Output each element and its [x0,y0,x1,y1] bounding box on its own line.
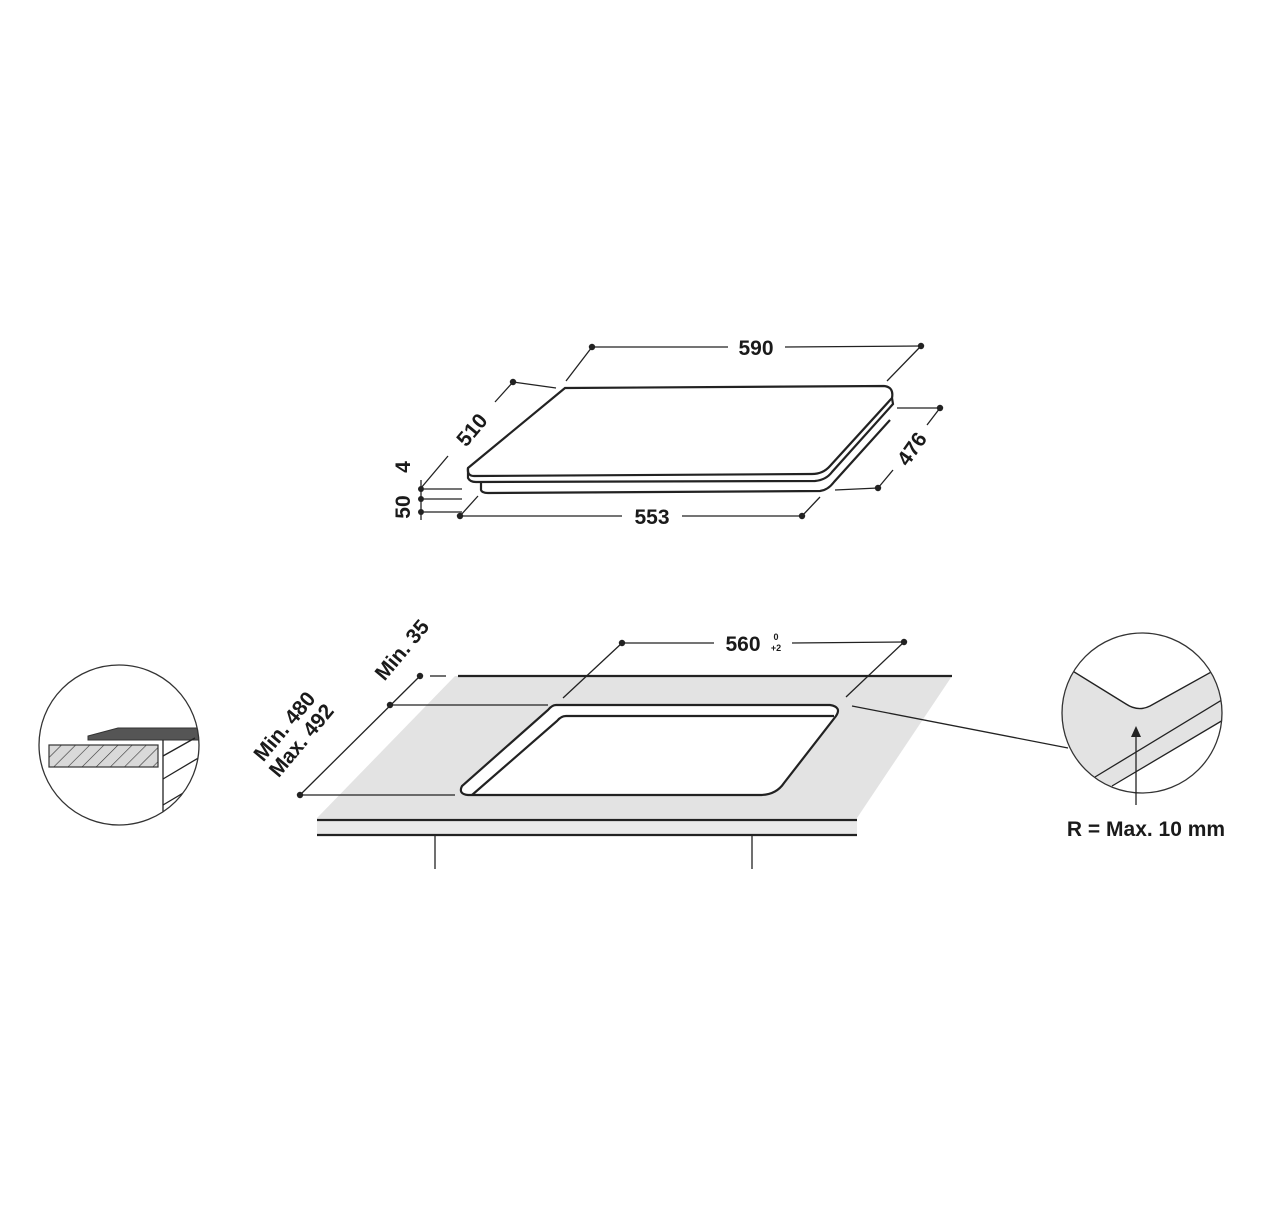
hob-glass-top [466,384,894,478]
dim-label: 476 [893,428,932,470]
dim-label: 560 [725,633,760,656]
cutout-drawing: 560 0 +2 Min. 35 Min. 480 Max. 492 [249,615,1069,869]
dimension-body-depth-476: 476 [834,404,944,492]
detail-leader-line [851,705,1069,749]
dimension-width-590: 590 [565,337,925,382]
dim-label: 553 [634,506,669,529]
dimension-body-width-553: 553 [456,495,821,529]
dimension-depth-510: 510 [420,378,557,489]
radius-label: R = Max. 10 mm [1067,818,1225,841]
tolerance-upper: 0 [773,632,778,642]
arrow-head-icon [1131,726,1141,737]
dim-label: Min. 35 [371,615,435,685]
dimension-cutout-width-560: 560 0 +2 [562,632,908,699]
dim-label: 510 [452,410,492,452]
hob-drawing: 590 510 4 50 [392,337,944,529]
dim-label: 50 [392,495,415,518]
dim-label: 4 [392,461,415,473]
hob-body [479,419,891,495]
hob-glass-edge [466,397,895,484]
tolerance-lower: +2 [771,643,781,653]
section-detail [38,664,200,826]
corner-radius-detail: R = Max. 10 mm [1061,632,1225,841]
cutout-hole [459,703,840,797]
dim-label: 590 [738,337,773,360]
dimension-height: 4 50 [392,461,462,520]
